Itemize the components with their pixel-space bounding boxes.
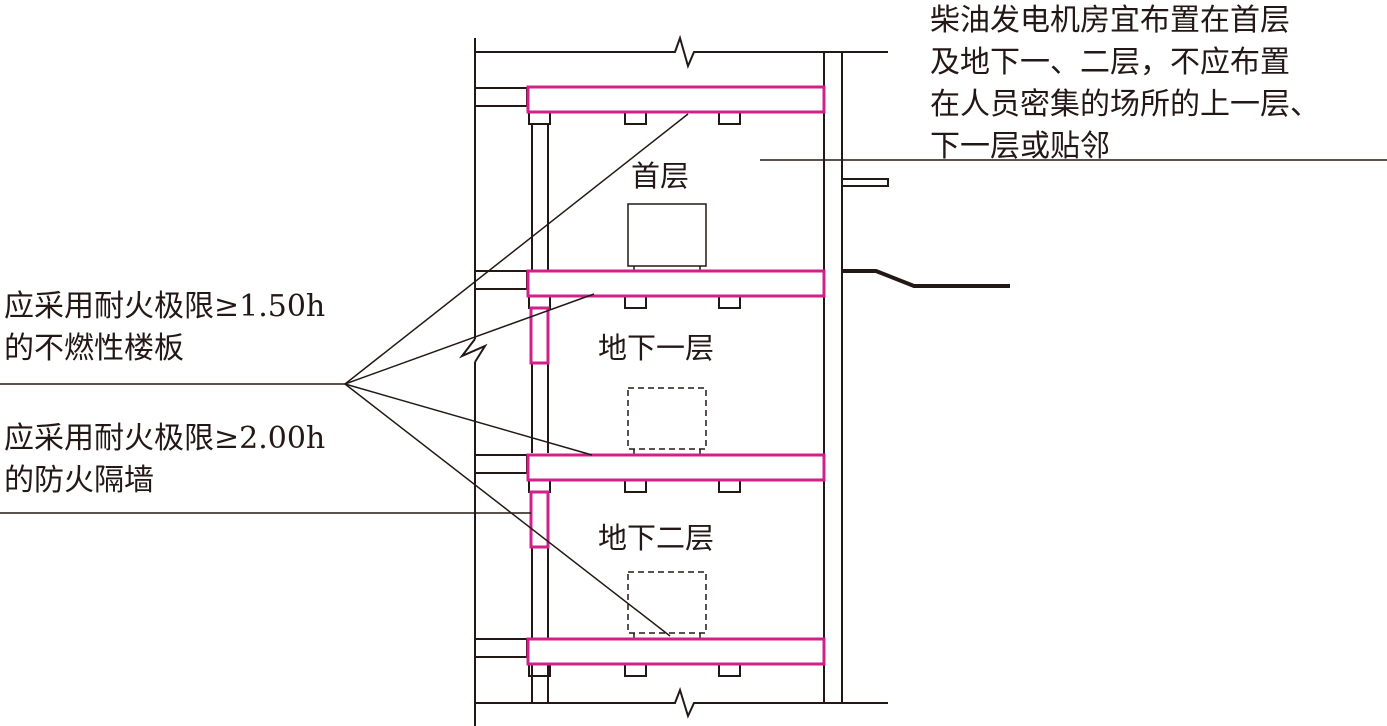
adjacent-slab bbox=[474, 454, 528, 474]
leader-lines bbox=[0, 113, 1387, 637]
fire-rated-floor-slab bbox=[526, 637, 826, 666]
beam bbox=[528, 479, 551, 493]
fire-rated-floor-slab bbox=[526, 85, 826, 114]
adjacent-slab bbox=[474, 638, 528, 658]
generator-room-location-note: 柴油发电机房宜布置在首层 及地下一、二层，不应布置 在人员密集的场所的上一层、 … bbox=[930, 0, 1320, 168]
generator-basement-1 bbox=[627, 387, 707, 454]
beam bbox=[718, 111, 741, 125]
fire-rated-elements bbox=[526, 85, 826, 666]
floor-slab-leader bbox=[344, 383, 671, 637]
note-line: 柴油发电机房宜布置在首层 bbox=[930, 3, 1290, 38]
floor-label-ground: 首层 bbox=[631, 159, 689, 193]
generator-basement-2 bbox=[627, 571, 707, 638]
note-line: 下一层或贴邻 bbox=[930, 129, 1110, 164]
beam bbox=[528, 111, 551, 125]
note-line: 的防火隔墙 bbox=[4, 463, 154, 498]
left-wall-break-mark bbox=[458, 338, 488, 363]
fire-partition-wall bbox=[529, 306, 550, 365]
floor-slab-requirement-note: 应采用耐火极限≥1.50h 的不燃性楼板 bbox=[4, 286, 325, 370]
top-break-line bbox=[475, 34, 888, 69]
beam bbox=[718, 479, 741, 493]
adjacent-slab bbox=[474, 87, 528, 107]
ground-line bbox=[842, 269, 1010, 288]
fire-rated-floor-slab bbox=[526, 453, 826, 482]
note-line: 应采用耐火极限≥2.00h bbox=[4, 421, 326, 456]
floor-label-basement-1: 地下一层 bbox=[598, 331, 714, 365]
note-line: 及地下一、二层，不应布置 bbox=[930, 45, 1290, 80]
floor-label-basement-2: 地下二层 bbox=[598, 521, 714, 555]
fire-rated-floor-slab bbox=[526, 269, 826, 298]
building-structure bbox=[458, 34, 1010, 726]
beam bbox=[624, 111, 647, 125]
beam bbox=[718, 295, 741, 309]
floor-slab-leader bbox=[344, 383, 593, 456]
beam bbox=[624, 295, 647, 309]
fire-partition-wall bbox=[529, 490, 550, 549]
generator-ground-floor bbox=[627, 203, 707, 270]
adjacent-slab bbox=[474, 270, 528, 290]
beam bbox=[528, 295, 551, 309]
beam bbox=[718, 663, 741, 677]
exterior-ledge bbox=[841, 178, 889, 187]
beam bbox=[624, 663, 647, 677]
bottom-break-line bbox=[475, 686, 888, 719]
floor-slab-leader bbox=[344, 293, 595, 385]
note-line: 的不燃性楼板 bbox=[4, 331, 184, 366]
note-line: 应采用耐火极限≥1.50h bbox=[4, 289, 326, 324]
note-line: 在人员密集的场所的上一层、 bbox=[930, 87, 1320, 122]
floor-slab-leader bbox=[344, 113, 689, 385]
beam bbox=[624, 479, 647, 493]
generators bbox=[627, 203, 707, 638]
fire-wall-requirement-note: 应采用耐火极限≥2.00h 的防火隔墙 bbox=[4, 418, 325, 502]
